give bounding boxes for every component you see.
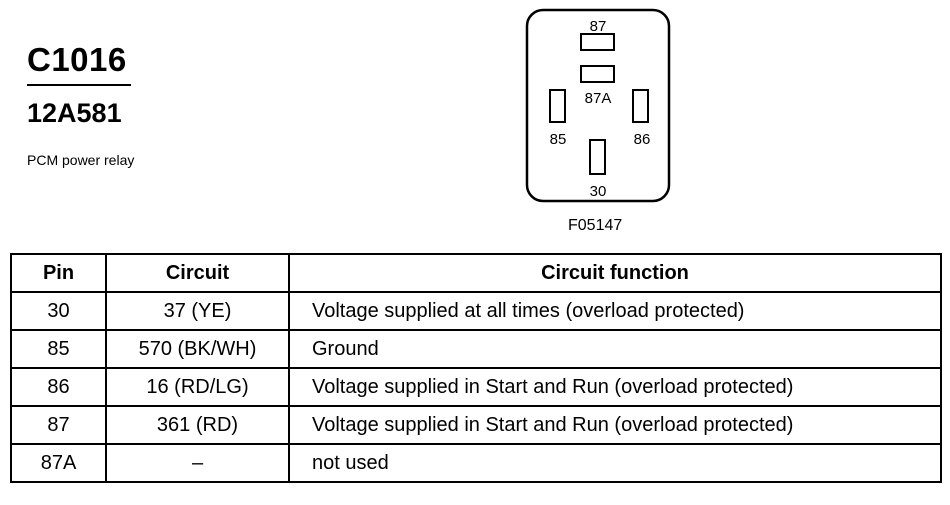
cell-circuit: – <box>105 443 290 483</box>
header-pin: Pin <box>10 253 107 293</box>
cell-pin: 30 <box>10 291 107 331</box>
pin-30-label: 30 <box>590 183 607 200</box>
pin-86-terminal <box>632 89 649 123</box>
table-header-row: Pin Circuit Circuit function <box>10 253 942 293</box>
table-row: 87A – not used <box>10 443 942 483</box>
pin-87a-label: 87A <box>585 90 612 107</box>
pin-85-terminal <box>549 89 566 123</box>
cell-function: Voltage supplied in Start and Run (overl… <box>288 405 942 445</box>
cell-function: Ground <box>288 329 942 369</box>
pin-87-label: 87 <box>590 18 607 35</box>
connector-id-underline <box>27 84 131 86</box>
cell-pin: 87 <box>10 405 107 445</box>
part-number: 12A581 <box>27 98 122 128</box>
cell-circuit: 361 (RD) <box>105 405 290 445</box>
cell-pin: 87A <box>10 443 107 483</box>
pin-87a-terminal <box>580 65 615 83</box>
cell-circuit: 570 (BK/WH) <box>105 329 290 369</box>
cell-pin: 86 <box>10 367 107 407</box>
pin-85-label: 85 <box>550 131 567 148</box>
cell-function: not used <box>288 443 942 483</box>
connector-description: PCM power relay <box>27 152 135 168</box>
table-row: 87 361 (RD) Voltage supplied in Start an… <box>10 405 942 445</box>
connector-id: C1016 <box>27 41 127 78</box>
cell-circuit: 37 (YE) <box>105 291 290 331</box>
table-row: 30 37 (YE) Voltage supplied at all times… <box>10 291 942 331</box>
pin-86-label: 86 <box>634 131 651 148</box>
relay-outline <box>525 8 671 203</box>
figure-code: F05147 <box>568 217 623 234</box>
table-row: 85 570 (BK/WH) Ground <box>10 329 942 369</box>
pin-table: Pin Circuit Circuit function 30 37 (YE) … <box>10 253 942 483</box>
relay-pinout-diagram: 87 87A 85 86 30 <box>525 8 671 203</box>
cell-pin: 85 <box>10 329 107 369</box>
cell-function: Voltage supplied in Start and Run (overl… <box>288 367 942 407</box>
header-circuit: Circuit <box>105 253 290 293</box>
cell-function: Voltage supplied at all times (overload … <box>288 291 942 331</box>
cell-circuit: 16 (RD/LG) <box>105 367 290 407</box>
header-circuit-function: Circuit function <box>288 253 942 293</box>
pin-30-terminal <box>589 139 606 175</box>
pin-87-terminal <box>580 33 615 51</box>
table-row: 86 16 (RD/LG) Voltage supplied in Start … <box>10 367 942 407</box>
